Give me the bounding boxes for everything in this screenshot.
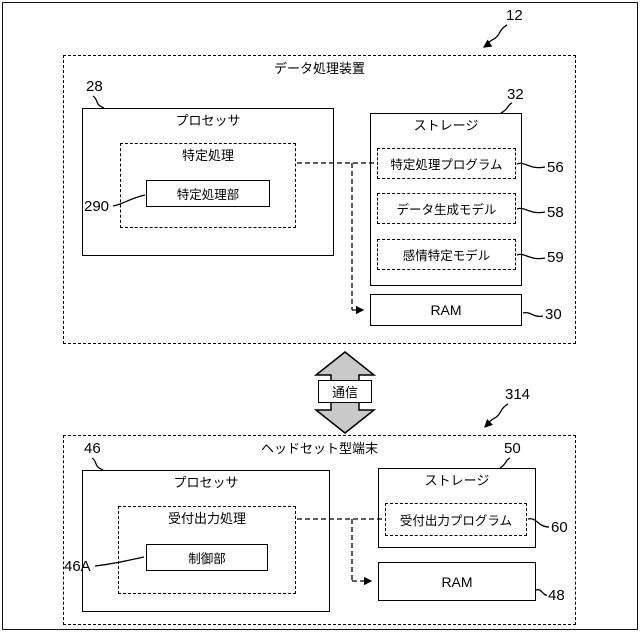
ram-box-bottom: RAM: [378, 562, 536, 601]
ref-58: 58: [547, 204, 564, 221]
ref-28: 28: [86, 78, 103, 95]
headset-terminal-box: [63, 435, 576, 625]
communication-label: 通信: [318, 380, 372, 403]
headset-terminal-title: ヘッドセット型端末: [260, 441, 378, 456]
storage-box-top: [370, 113, 522, 286]
emotion-model-box: 感情特定モデル: [377, 239, 516, 270]
specific-processing-unit-box: 特定処理部: [146, 180, 270, 207]
ref-56: 56: [547, 159, 564, 176]
data-generation-model-box: データ生成モデル: [377, 193, 516, 224]
ref-50: 50: [504, 440, 521, 457]
control-unit-box: 制御部: [146, 544, 268, 571]
ram-box-top: RAM: [370, 294, 522, 326]
ref-314: 314: [505, 386, 531, 403]
reception-output-program-box: 受付出力プログラム: [385, 503, 527, 536]
storage-title-top: ストレージ: [413, 118, 479, 133]
ref-59: 59: [547, 249, 564, 266]
processor-box-bottom: [82, 470, 330, 612]
processor-box-top: [82, 108, 334, 256]
ref-12: 12: [506, 7, 523, 24]
ref-46A: 46A: [64, 558, 91, 575]
processor-title-bottom: プロセッサ: [173, 475, 239, 490]
specific-processing-box: [120, 143, 296, 228]
ref-290: 290: [84, 198, 110, 215]
ref-46: 46: [84, 440, 101, 457]
specific-processing-program-box: 特定処理プログラム: [377, 148, 516, 179]
ref-30: 30: [545, 306, 562, 323]
reception-output-processing-box: [118, 506, 296, 594]
processor-title-top: プロセッサ: [175, 113, 241, 128]
ref-48: 48: [548, 587, 565, 604]
ref-60: 60: [551, 519, 568, 536]
data-processing-device-title: データ処理装置: [273, 61, 365, 76]
figure-frame: [2, 2, 638, 630]
storage-title-bottom: ストレージ: [424, 473, 490, 488]
ref-32: 32: [507, 86, 524, 103]
data-processing-device-box: [63, 55, 576, 344]
storage-box-bottom: [378, 468, 536, 548]
reception-output-processing-title: 受付出力処理: [167, 511, 246, 526]
specific-processing-title: 特定処理: [181, 148, 234, 163]
